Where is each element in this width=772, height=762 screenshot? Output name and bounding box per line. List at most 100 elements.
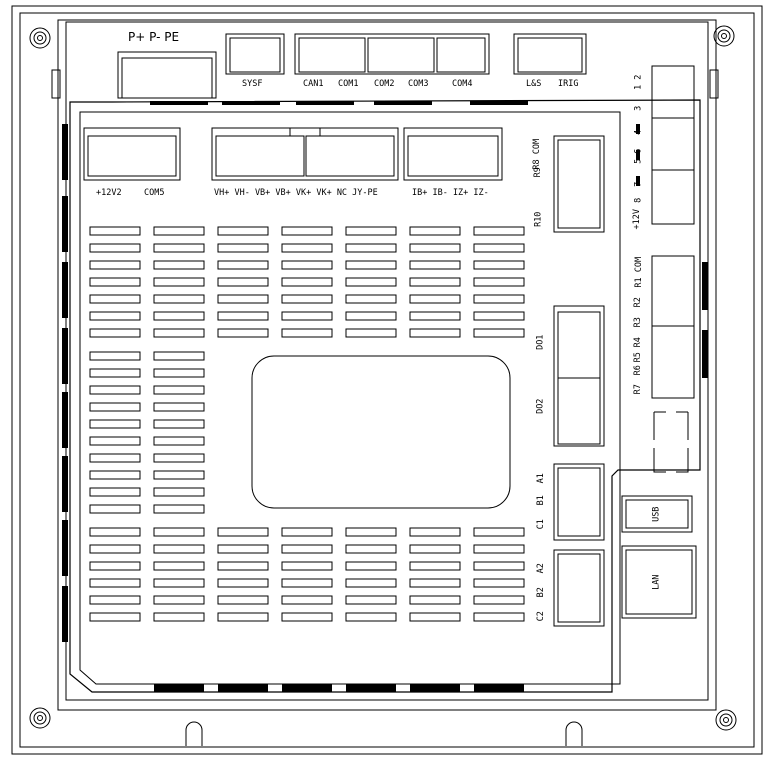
can1-label: CAN1 [303,79,324,89]
r4-label: R4 [632,337,643,348]
current-terminal-label: IB+ IB- IZ+ IZ- [412,188,489,198]
vent-slot [473,243,525,253]
vent-slot [473,328,525,338]
vent-slot [345,595,397,605]
vent-slot [345,243,397,253]
vent-slot [281,243,333,253]
com1-label: COM1 [338,79,359,89]
vent-slot [281,260,333,270]
vent-slot [153,402,205,412]
r9-label: R9 [532,167,543,178]
vent-slot [89,385,141,395]
vent-slot [345,544,397,554]
vent-slot [409,311,461,321]
r8com-label: R8 COM [532,138,543,170]
vent-slot [409,578,461,588]
vent-slot [153,527,205,537]
vent-slot [153,561,205,571]
vent-slot [89,487,141,497]
usb-label: USB [651,506,662,522]
vent-slot [345,578,397,588]
vent-slot [89,527,141,537]
vent-slot [153,277,205,287]
vent-slot [153,226,205,236]
com5-label: COM5 [144,188,165,198]
vent-slot [409,595,461,605]
vent-slot [89,436,141,446]
vent-slot [473,277,525,287]
vent-slot [281,544,333,554]
display-window [251,355,511,509]
vent-slot [281,226,333,236]
vent-slot [409,612,461,622]
vent-slot [345,311,397,321]
vent-slot [153,328,205,338]
vent-slot [89,595,141,605]
voltage-terminal-label: VH+ VH- VB+ VB+ VK+ VK+ NC JY-PE [214,188,378,198]
vent-slot [217,277,269,287]
vent-slot [473,595,525,605]
a2-label: A2 [535,563,546,574]
vent-slot [153,385,205,395]
vent-slot [89,277,141,287]
b2-label: B2 [535,587,546,598]
vent-slot [89,311,141,321]
vent-slot [281,328,333,338]
vent-slot [153,351,205,361]
vent-slot [153,260,205,270]
vent-slot [153,419,205,429]
vent-slot [281,561,333,571]
vent-slot [281,277,333,287]
top-connectors [117,33,587,99]
vent-slot [153,368,205,378]
num-12-label: 1 2 [633,74,644,90]
r2-label: R2 [632,297,643,308]
outer-frame [11,5,763,755]
vent-slot [153,504,205,514]
vent-slot [89,419,141,429]
r5-label: R5 [632,352,643,363]
vent-slots [89,226,525,622]
vent-slot [409,243,461,253]
num-56-label: 5 6 [633,148,644,164]
vent-slot [89,578,141,588]
vent-slot [89,260,141,270]
vent-slot [217,527,269,537]
r3-label: R3 [632,317,643,328]
vent-slot [345,561,397,571]
p12v2-label: +12V2 [96,188,122,198]
num-7-label: 7 [633,181,644,187]
vent-slot [217,328,269,338]
vent-slot [217,226,269,236]
edge-bars [62,101,708,692]
c1-label: C1 [535,519,546,530]
vent-slot [89,561,141,571]
vent-slot [473,578,525,588]
r10-label: R10 [533,211,544,227]
vent-slot [473,311,525,321]
vent-slot [345,226,397,236]
screw-icons [29,25,737,746]
do2-label: DO2 [535,398,546,414]
do1-label: DO1 [535,334,546,350]
vent-slot [345,612,397,622]
vent-slot [409,226,461,236]
vent-slot [217,561,269,571]
vent-slot [153,544,205,554]
vent-slot [281,578,333,588]
vent-slot [89,368,141,378]
vent-slot [217,260,269,270]
vent-slot [345,277,397,287]
vent-slot [345,328,397,338]
vent-slot [89,351,141,361]
vent-slot [217,294,269,304]
num-4-label: 4 [633,129,644,135]
vent-slot [153,470,205,480]
num-8-label: 8 [633,197,644,203]
vent-slot [409,544,461,554]
r7-label: R7 [632,384,643,395]
sysf-label: SYSF [242,79,263,89]
vent-slot [217,595,269,605]
vent-slot [89,453,141,463]
